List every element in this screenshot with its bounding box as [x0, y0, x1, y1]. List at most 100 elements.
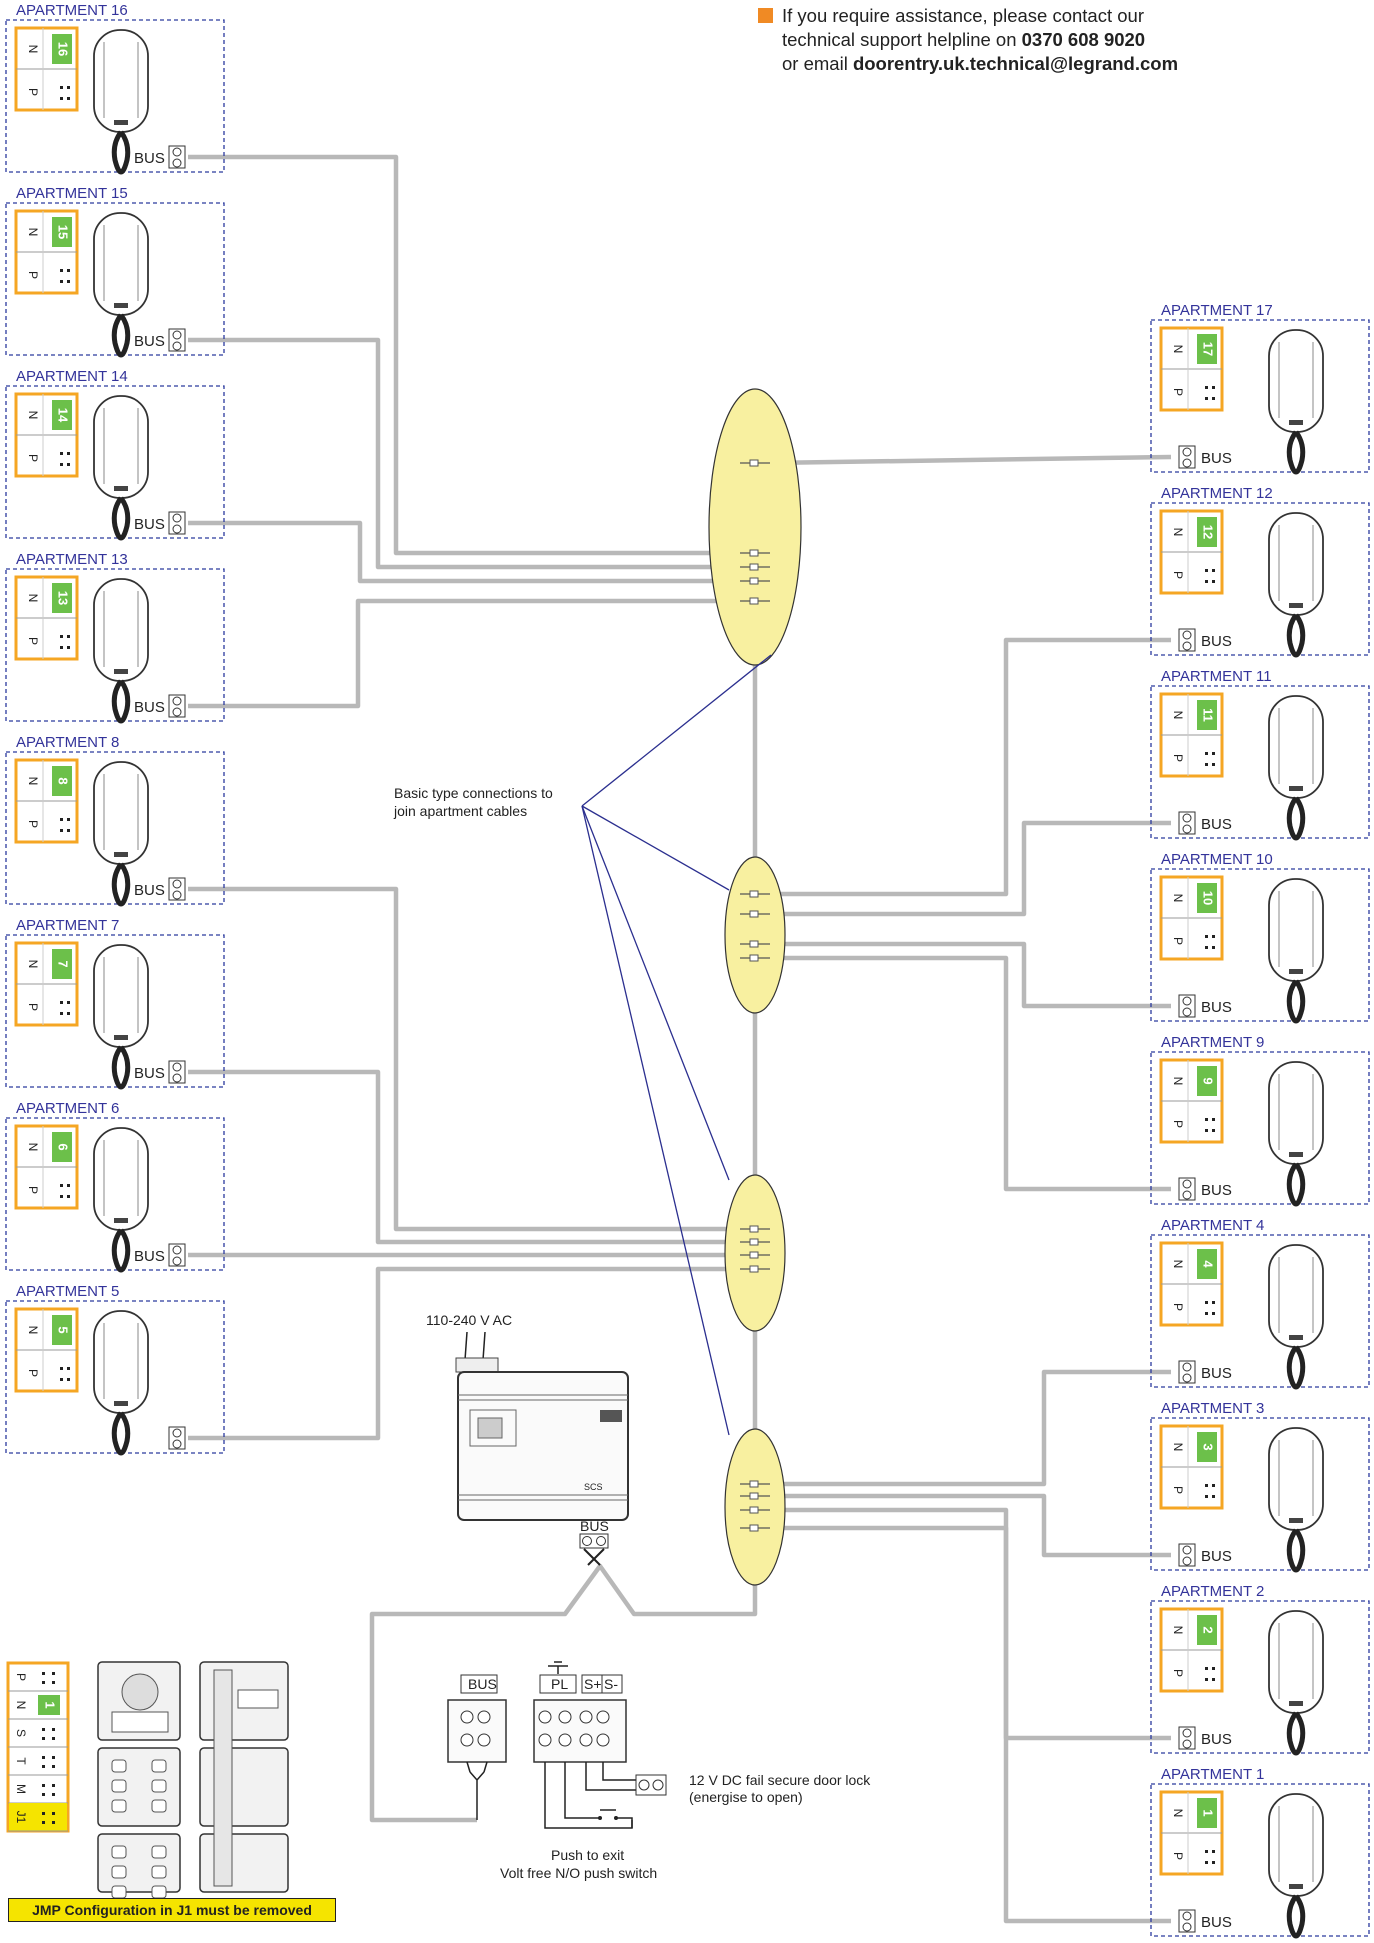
apartment-number: 16: [56, 42, 71, 56]
leader-3: [581, 805, 730, 1181]
apartment-title: APARTMENT 16: [16, 2, 128, 19]
leader-4: [581, 805, 730, 1436]
bus-label: BUS: [134, 1065, 165, 1082]
apartment-number: 10: [1201, 891, 1216, 905]
terminal-bus-label: BUS: [468, 1676, 497, 1692]
apartment-title: APARTMENT 17: [1161, 302, 1273, 319]
n-label: N: [1171, 711, 1185, 720]
apartment-frame: [5, 934, 225, 1088]
handset-icon: [1268, 1427, 1324, 1531]
n-label: N: [26, 1143, 40, 1152]
apartment-title: APARTMENT 2: [1161, 1583, 1264, 1600]
wire-right-9: [768, 1525, 1171, 1924]
apartment-number: 4: [1201, 1260, 1216, 1268]
number-badge: [52, 949, 72, 979]
handset-icon: [93, 1310, 149, 1414]
connections-note-line-1: Basic type connections to: [394, 785, 553, 801]
handset-cord-icon: [1286, 796, 1306, 841]
connections-note: Basic type connections to join apartment…: [393, 785, 553, 819]
p-label: P: [1171, 937, 1185, 945]
bus-label: BUS: [134, 882, 165, 899]
apartment-number: 1: [1201, 1809, 1216, 1816]
handset-cord-icon: [111, 1228, 131, 1273]
handset-cord-icon: [1286, 1162, 1306, 1207]
config-row-t: T: [14, 1757, 28, 1765]
apartment-title: APARTMENT 7: [16, 917, 119, 934]
wire-left-2: [188, 337, 742, 570]
n-label: N: [1171, 1443, 1185, 1452]
handset-cord-icon: [111, 679, 131, 724]
jmp-warning-text: JMP Configuration in J1 must be removed: [32, 1902, 312, 1918]
leader-1: [581, 654, 772, 807]
apartment-number: 9: [1201, 1077, 1216, 1084]
handset-icon: [93, 212, 149, 316]
help-line-3: or email: [782, 53, 853, 74]
apartment-frame: [1150, 319, 1370, 473]
n-label: N: [26, 1326, 40, 1335]
wire-left-4: [188, 598, 742, 709]
bus-label: BUS: [134, 1248, 165, 1265]
number-badge: [1197, 517, 1217, 547]
p-label: P: [1171, 1852, 1185, 1860]
wire-right-5: [768, 955, 1171, 1192]
p-label: P: [26, 88, 40, 96]
bus-label: BUS: [1201, 816, 1232, 833]
apartment-frame: [1150, 1783, 1370, 1937]
apartment-frame: [1150, 1600, 1370, 1754]
wire-right-3: [768, 820, 1171, 917]
n-label: N: [26, 45, 40, 54]
wire-left-8: [188, 1266, 742, 1441]
n-label: N: [1171, 1077, 1185, 1086]
number-badge: [52, 1132, 72, 1162]
handset-cord-icon: [111, 1045, 131, 1090]
panel-modules: [97, 1661, 289, 1899]
apartment-number: 6: [56, 1143, 71, 1150]
handset-icon: [1268, 1610, 1324, 1714]
jmp-warning: JMP Configuration in J1 must be removed: [8, 1898, 336, 1922]
handset-cord-icon: [111, 496, 131, 541]
bus-label: BUS: [1201, 999, 1232, 1016]
p-label: P: [1171, 571, 1185, 579]
n-label: N: [26, 594, 40, 603]
n-label: N: [26, 777, 40, 786]
leader-lines: [581, 654, 772, 1436]
p-label: P: [26, 1369, 40, 1377]
help-line-2: technical support helpline on: [782, 29, 1022, 50]
bus-label: BUS: [1201, 633, 1232, 650]
handset-cord-icon: [1286, 430, 1306, 475]
n-label: N: [26, 411, 40, 420]
apartment-title: APARTMENT 1: [1161, 1766, 1264, 1783]
handset-cord-icon: [1286, 1894, 1306, 1939]
exit-switch-line-2: Volt free N/O push switch: [500, 1865, 657, 1881]
apartment-number: 11: [1201, 708, 1216, 722]
apartment-number: 13: [56, 591, 71, 605]
help-email[interactable]: doorentry.uk.technical@legrand.com: [852, 53, 1179, 74]
panel-feed: [369, 1563, 758, 1823]
apartment-number: 17: [1201, 342, 1216, 356]
p-label: P: [26, 1186, 40, 1194]
help-line-1: If you require assistance, please contac…: [782, 5, 1144, 26]
door-lock-line-2: (energise to open): [689, 1789, 803, 1805]
p-label: P: [1171, 1120, 1185, 1128]
n-label: N: [1171, 345, 1185, 354]
handset-icon: [1268, 1061, 1324, 1165]
terminal-pl-label: PL: [551, 1676, 568, 1692]
wire-right-7: [768, 1493, 1171, 1558]
number-badge: [52, 400, 72, 430]
wire-right-6: [768, 1369, 1171, 1487]
number-badge: [1197, 1432, 1217, 1462]
config-n-value: 1: [43, 1701, 58, 1708]
bus-label: BUS: [1201, 1548, 1232, 1565]
apartment-number: 8: [56, 777, 71, 784]
p-label: P: [1171, 1303, 1185, 1311]
terminal-screws: [460, 1710, 610, 1747]
